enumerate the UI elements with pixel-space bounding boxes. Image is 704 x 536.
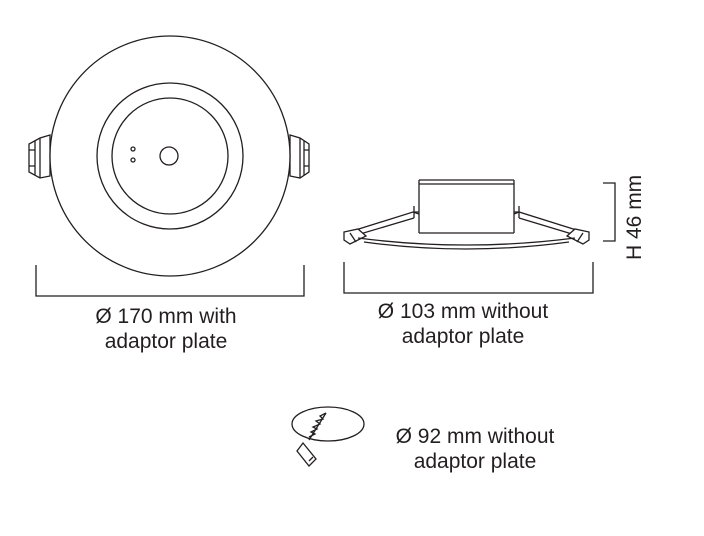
sensor-lens-icon <box>159 146 179 166</box>
side-view-diameter-label: Ø 103 mm without adaptor plate <box>352 299 574 349</box>
height-dimension-bracket <box>603 182 616 242</box>
side-view-drawing <box>343 179 590 250</box>
cutout-saw-icon <box>291 406 365 467</box>
led-indicator-icon <box>130 157 136 163</box>
top-view-diameter-line2: adaptor plate <box>104 330 228 353</box>
side-view-diameter-line1: Ø 103 mm without <box>377 300 549 323</box>
cutout-diameter-label: Ø 92 mm without adaptor plate <box>370 424 580 474</box>
top-view-diameter-line1: Ø 170 mm with <box>95 305 237 328</box>
top-view-dimension-bracket <box>35 265 305 297</box>
side-view-dimension-bracket <box>343 262 594 294</box>
side-view-diameter-line2: adaptor plate <box>401 325 525 348</box>
led-indicator-icon <box>130 146 136 152</box>
outer-plate-circle <box>49 35 291 277</box>
left-clip-icon <box>28 134 51 179</box>
height-label: H 46 mm <box>623 174 646 260</box>
top-view-diameter-label: Ø 170 mm with adaptor plate <box>66 304 266 354</box>
inner-ring-outer <box>96 82 244 230</box>
cutout-diameter-line1: Ø 92 mm without <box>395 425 555 448</box>
right-clip-icon <box>289 134 310 179</box>
cutout-diameter-line2: adaptor plate <box>413 450 537 473</box>
top-view-drawing <box>28 35 310 277</box>
inner-ring-inner <box>111 97 229 215</box>
